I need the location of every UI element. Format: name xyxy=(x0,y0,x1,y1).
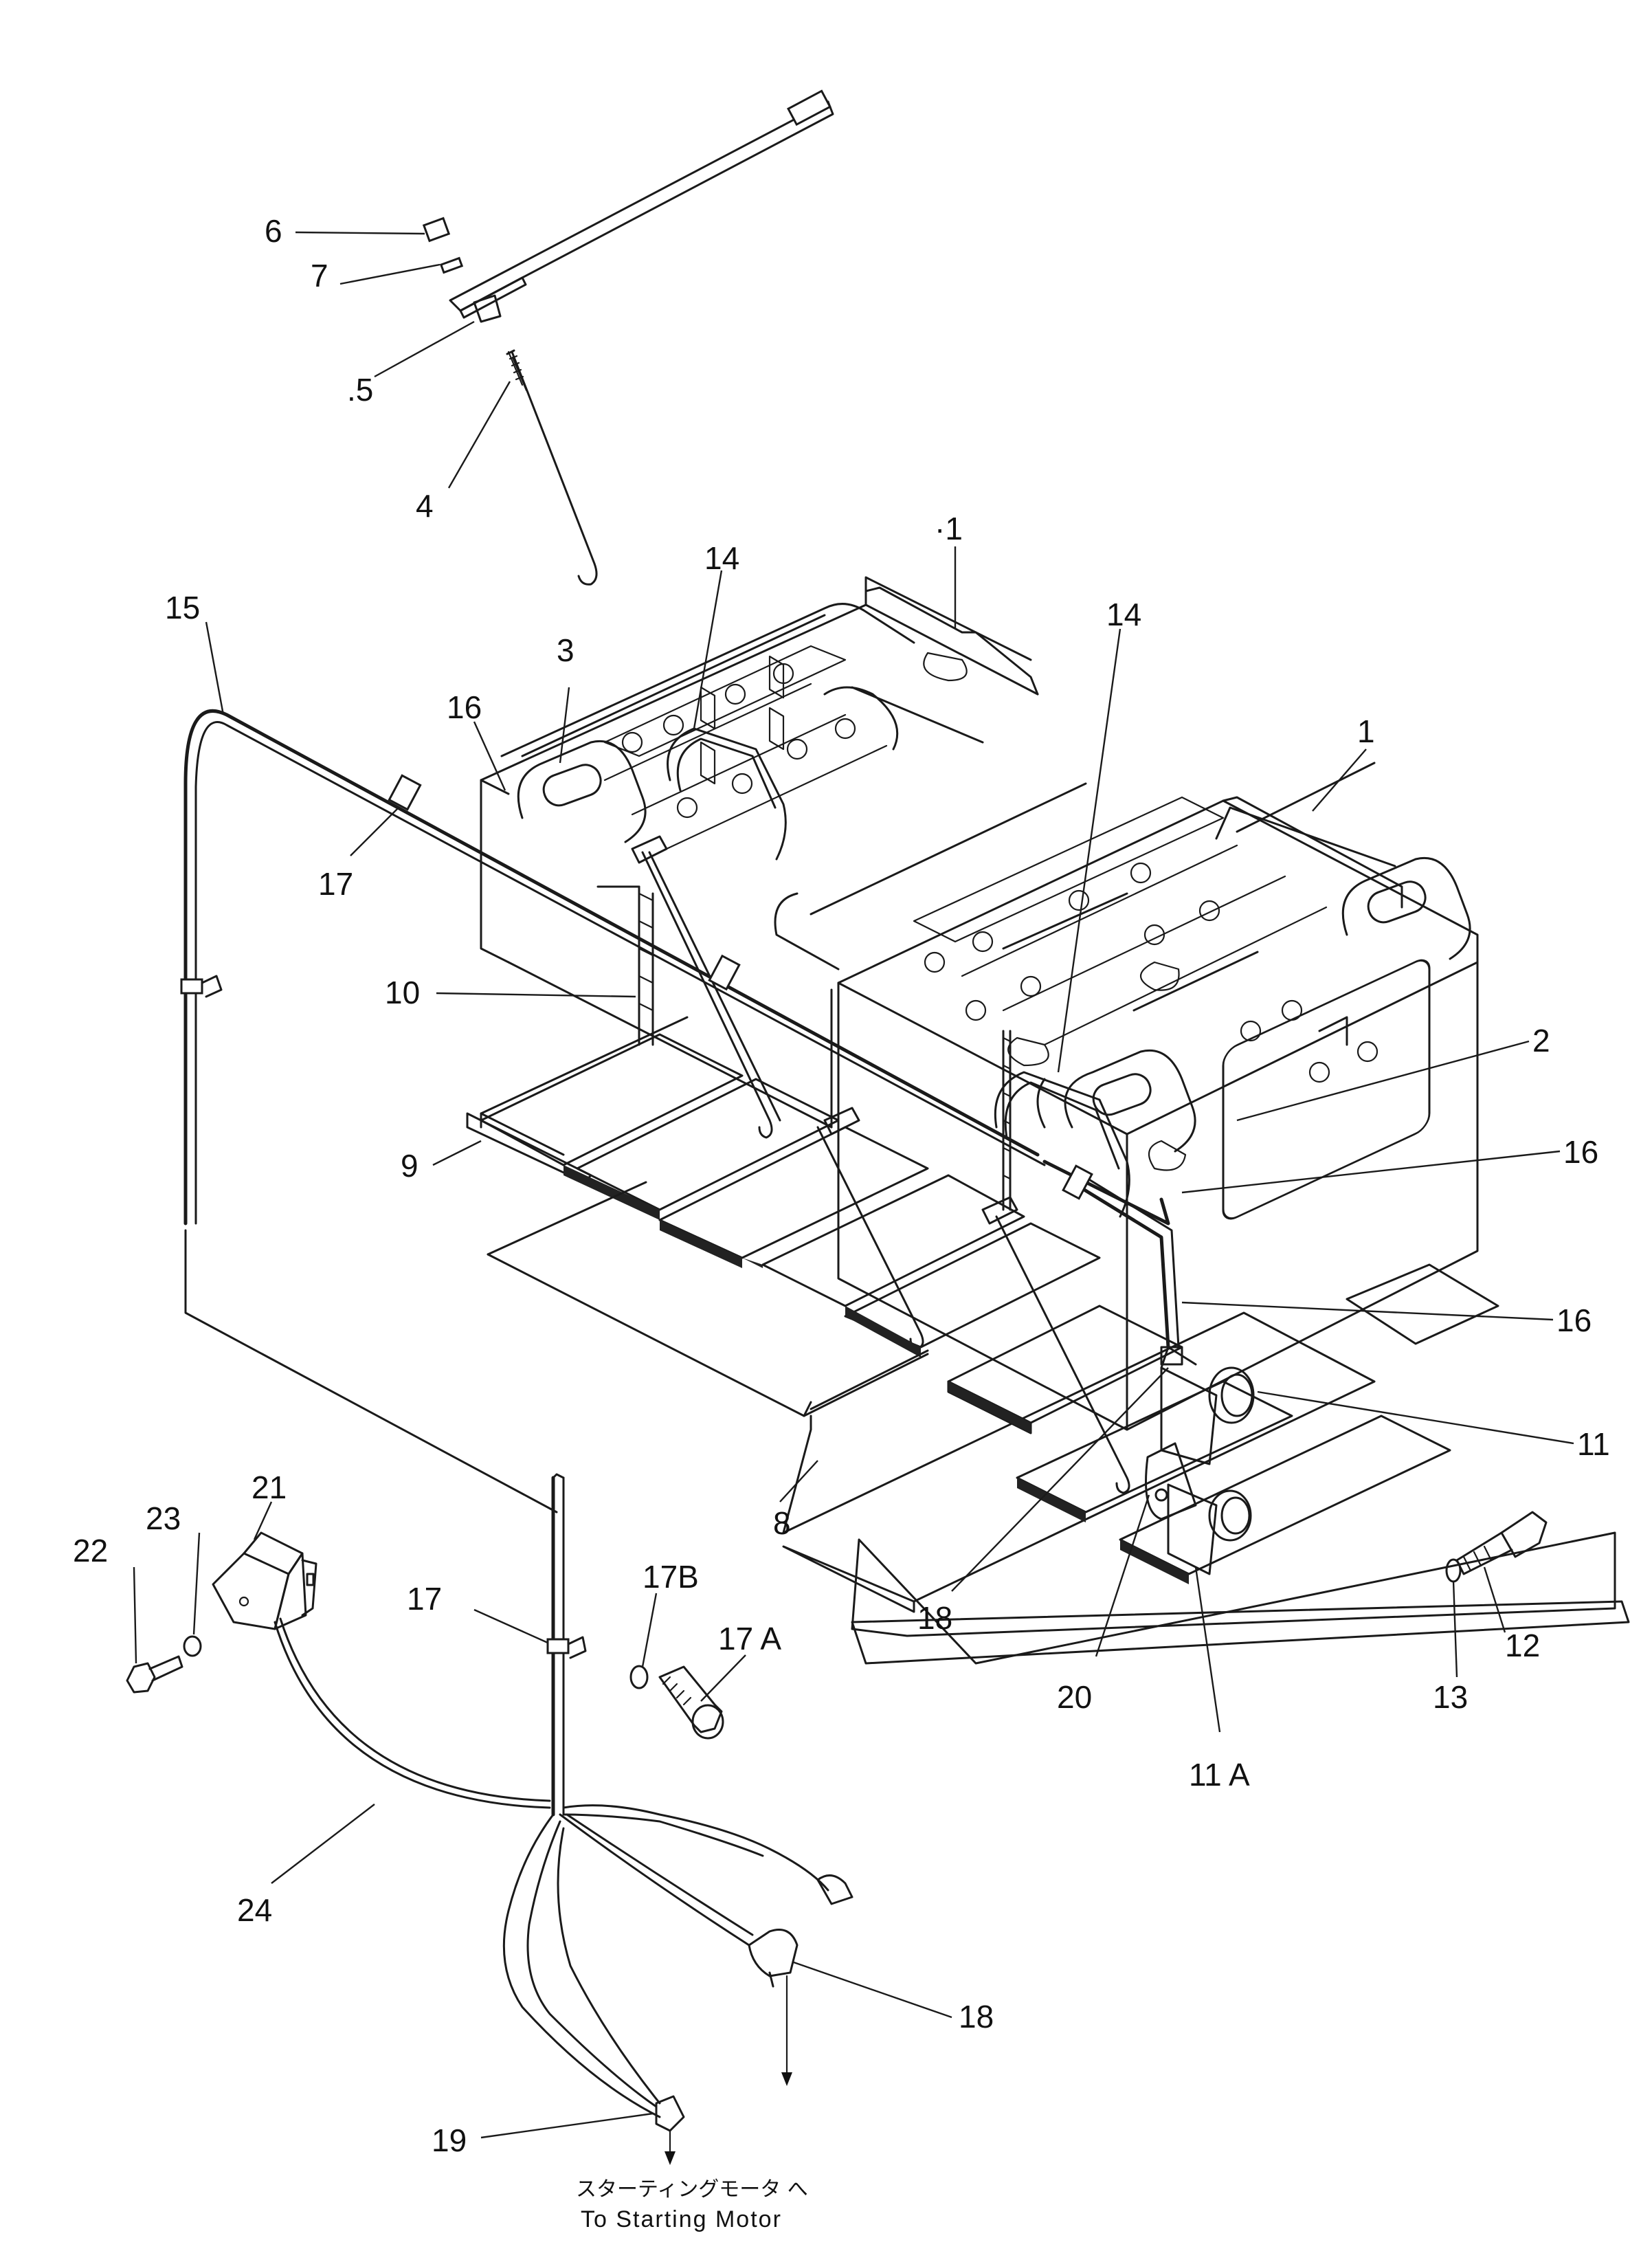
label-9: 9 xyxy=(401,1148,418,1184)
label-2: 2 xyxy=(1532,1023,1550,1058)
battery-right xyxy=(774,576,1479,1431)
washer-13 xyxy=(1445,1558,1462,1583)
bolt-22 xyxy=(126,1655,183,1694)
bolt-12 xyxy=(1455,1511,1548,1575)
label-15: 15 xyxy=(165,590,200,625)
hold-down-bar xyxy=(449,89,834,323)
label-16-low: 16 xyxy=(1556,1302,1592,1338)
label-20: 20 xyxy=(1057,1679,1092,1715)
label-1-right: 1 xyxy=(1357,713,1375,749)
label-17A: 17 A xyxy=(718,1621,781,1656)
label-3: 3 xyxy=(557,632,574,668)
arrows-to-starting-motor xyxy=(665,1975,792,2165)
label-18-low: 18 xyxy=(959,1999,994,2034)
bolt-17A xyxy=(658,1665,724,1740)
label-10: 10 xyxy=(385,975,420,1010)
label-1-back: ·1 xyxy=(935,511,963,546)
mat-8 xyxy=(487,1181,1630,1665)
label-14-right: 14 xyxy=(1106,597,1141,632)
label-4: 4 xyxy=(416,488,434,524)
bracket-20 xyxy=(1145,1442,1197,1520)
label-17B: 17B xyxy=(643,1559,699,1595)
label-14-left: 14 xyxy=(704,540,739,576)
label-8: 8 xyxy=(773,1505,791,1541)
label-16-top: 16 xyxy=(447,689,482,725)
label-11: 11 xyxy=(1577,1426,1610,1462)
label-19: 19 xyxy=(432,2122,467,2158)
mat-9 xyxy=(466,1016,1101,1357)
hold-down-rods xyxy=(631,835,1130,1494)
label-23: 23 xyxy=(146,1500,181,1536)
label-11A: 11 A xyxy=(1189,1757,1250,1793)
connector-11 xyxy=(1160,1346,1255,1465)
nut-6 xyxy=(422,217,451,243)
label-17-low: 17 xyxy=(407,1581,442,1617)
label-22: 22 xyxy=(73,1533,108,1568)
battery-cable-15 xyxy=(180,709,1170,1226)
caption-japanese: スターティングモータ へ xyxy=(576,2177,808,2202)
battery-left xyxy=(480,586,1039,1129)
label-21: 21 xyxy=(252,1470,287,1505)
battery-relay-21 xyxy=(212,1531,317,1630)
label-24: 24 xyxy=(237,1892,272,1928)
label-17-top: 17 xyxy=(318,866,353,902)
connector-11A xyxy=(1167,1483,1252,1575)
washer-23 xyxy=(183,1635,202,1657)
label-7: 7 xyxy=(311,258,328,293)
connector-cable-14 xyxy=(667,727,1130,1218)
battery-cable-16 xyxy=(1062,1164,1183,1366)
label-12: 12 xyxy=(1505,1628,1540,1663)
washer-7 xyxy=(439,256,464,274)
label-18-top: 18 xyxy=(917,1600,952,1636)
wire-harness-24 xyxy=(184,1229,853,2132)
callout-labels: 6 7 .5 4 ·1 14 14 15 3 16 1 17 10 2 9 16… xyxy=(73,213,1610,2158)
label-5: .5 xyxy=(347,372,373,408)
leader-lines xyxy=(133,231,1574,2139)
label-6: 6 xyxy=(265,213,282,249)
rod-4 xyxy=(506,349,598,586)
label-16-mid: 16 xyxy=(1563,1134,1598,1170)
washer-17B xyxy=(629,1665,649,1689)
label-13: 13 xyxy=(1433,1679,1468,1715)
caption-english: To Starting Motor xyxy=(581,2206,782,2232)
